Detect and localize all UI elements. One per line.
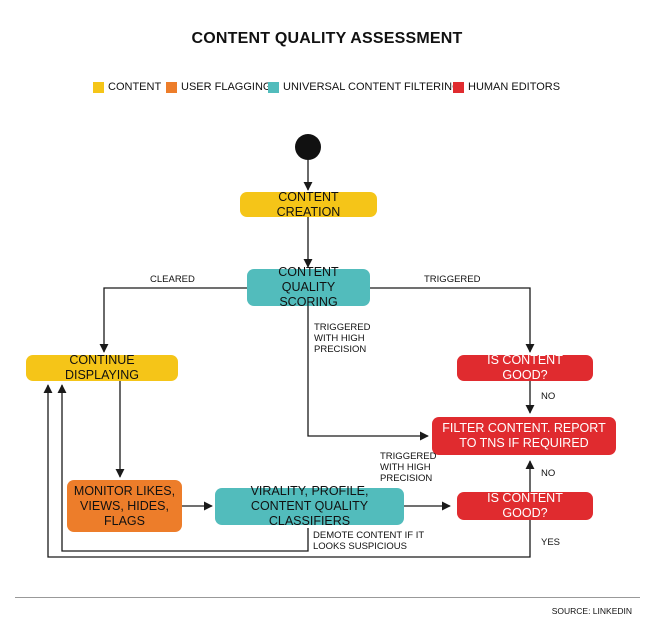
edge-triggered: [370, 287, 535, 353]
legend-swatch-content: [93, 81, 104, 93]
node-content-quality-scoring: CONTENT QUALITY SCORING: [247, 265, 370, 309]
label-triggered: TRIGGERED: [424, 274, 481, 285]
label-triggered-high-precision-1: TRIGGERED WITH HIGH PRECISION: [314, 322, 371, 355]
node-continue-displaying: CONTINUE DISPLAYING: [26, 353, 178, 382]
diagram-title: CONTENT QUALITY ASSESSMENT: [191, 30, 463, 47]
label-no-1: NO: [541, 391, 556, 402]
legend-item-user-flagging: USER FLAGGING: [166, 81, 271, 93]
source-credit: SOURCE: LINKEDIN: [551, 606, 632, 616]
node-filter-content: FILTER CONTENT. REPORT TO TNS IF REQUIRE…: [432, 417, 616, 455]
node-monitor: MONITOR LIKES, VIEWS, HIDES, FLAGS: [67, 480, 182, 532]
start-node: [295, 134, 321, 160]
legend-label-universal-content-filtering: UNIVERSAL CONTENT FILTERING: [283, 81, 461, 93]
legend-swatch-human-editors: [453, 81, 464, 93]
edge-cleared: [99, 287, 247, 353]
legend-swatch-universal-content-filtering: [268, 81, 279, 93]
legend-label-user-flagging: USER FLAGGING: [181, 81, 272, 93]
legend-label-content: CONTENT: [108, 81, 162, 93]
node-content-creation: CONTENT CREATION: [240, 190, 377, 219]
label-yes: YES: [541, 537, 561, 548]
edge-high-precision-to-filter: [307, 306, 429, 441]
legend-item-content: CONTENT: [93, 81, 161, 93]
label-triggered-high-precision-2: TRIGGERED WITH HIGH PRECISION: [380, 451, 437, 484]
node-is-content-good-top: IS CONTENT GOOD?: [457, 353, 593, 382]
legend-item-human-editors: HUMAN EDITORS: [453, 81, 560, 93]
node-virality-classifiers: VIRALITY, PROFILE, CONTENT QUALITY CLASS…: [215, 484, 404, 528]
legend-label-human-editors: HUMAN EDITORS: [468, 81, 561, 93]
legend-swatch-user-flagging: [166, 81, 177, 93]
node-is-content-good-bottom: IS CONTENT GOOD?: [457, 491, 593, 520]
footer-divider: [15, 597, 640, 598]
label-demote: DEMOTE CONTENT IF IT LOOKS SUSPICIOUS: [313, 530, 425, 552]
label-cleared: CLEARED: [150, 274, 195, 285]
edge-yes: [43, 384, 531, 558]
edge-demote: [57, 384, 309, 552]
legend-item-universal-content-filtering: UNIVERSAL CONTENT FILTERING: [268, 81, 461, 93]
legend: CONTENT USER FLAGGING UNIVERSAL CONTENT …: [0, 81, 654, 95]
label-no-2: NO: [541, 468, 556, 479]
